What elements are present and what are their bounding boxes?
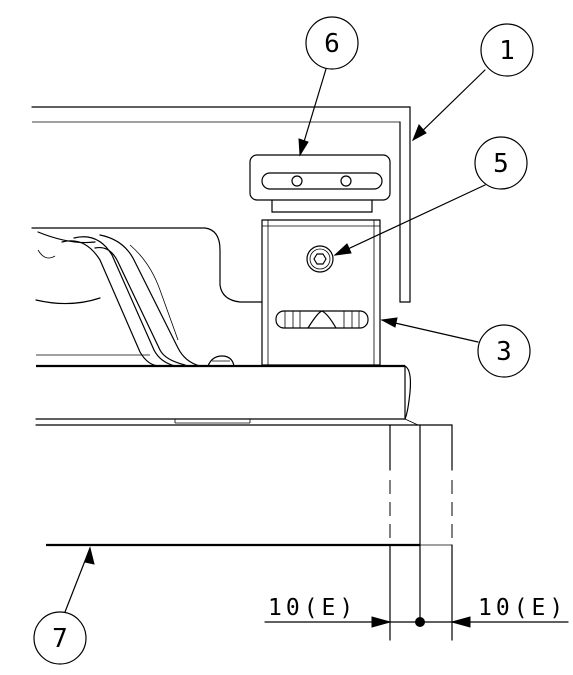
balloon-3: 3 [477,324,531,378]
balloon-5-label: 5 [493,149,509,179]
balloon-3-label: 3 [496,337,512,367]
dim-arrow-left [371,616,392,628]
balloon-6: 6 [305,16,359,70]
balloon-1: 1 [480,23,534,77]
dim-arrow-right [450,616,471,628]
fan-housing [31,227,263,356]
balloon-7: 7 [33,611,87,665]
dimension-lines [264,616,569,628]
balloon-5: 5 [474,136,528,190]
leader-lines [64,68,486,613]
hex-screw [306,245,334,273]
leader-arrows [84,124,427,565]
top-panel [31,106,411,303]
balloon-6-label: 6 [324,29,340,59]
fan-blade [61,234,201,367]
balloon-7-label: 7 [52,624,68,654]
bracket-part6 [249,154,391,213]
nut [207,355,235,367]
hidden-lines [389,480,453,641]
lower-frame [35,424,453,547]
base-plate [35,364,419,426]
dim-left-label: 10(E) [268,595,357,621]
balloon-1-label: 1 [499,36,515,66]
dim-origin-dot [415,617,425,627]
dim-right-label: 10(E) [478,595,567,621]
